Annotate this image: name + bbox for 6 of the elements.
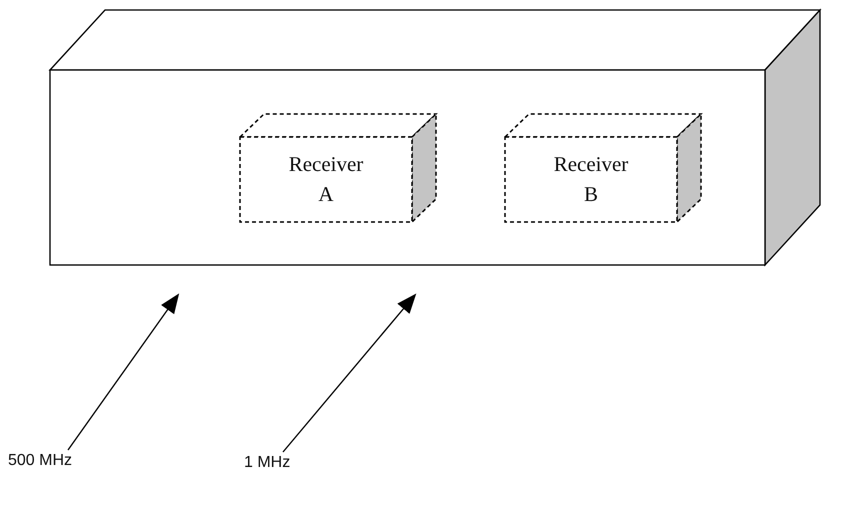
frequency-label: 1 MHz <box>244 454 296 476</box>
frequency-label: 500 MHz <box>8 452 88 474</box>
arrow <box>282 293 416 452</box>
receiver-label: Receiver B <box>552 151 630 208</box>
receiver-label: Receiver A <box>288 151 364 208</box>
arrow <box>67 293 180 450</box>
